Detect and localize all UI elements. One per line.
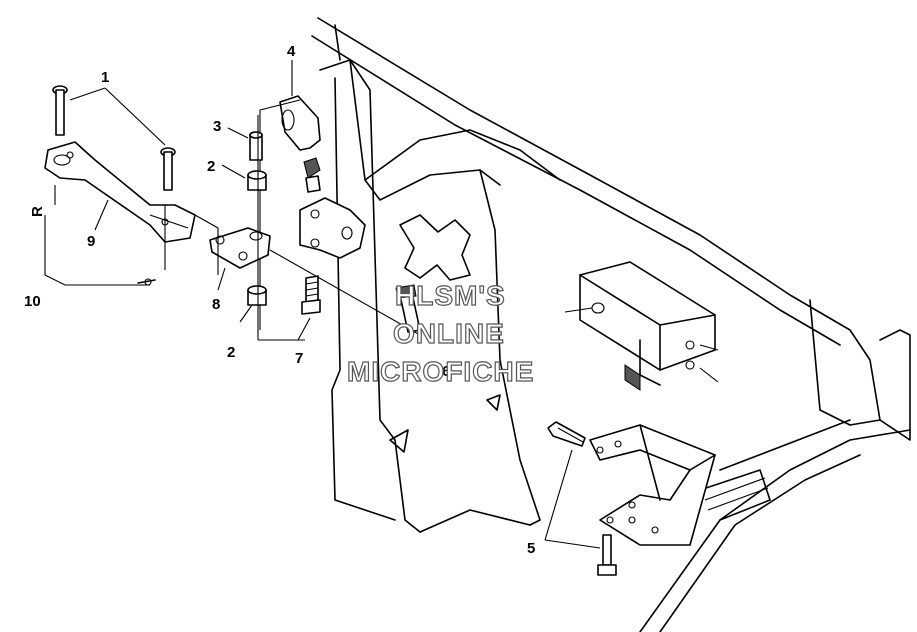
leader-3: [227, 127, 249, 139]
leader-2-upper: [221, 164, 246, 179]
leader-axis: [257, 115, 305, 341]
watermark-line-2: ONLINE: [393, 318, 505, 349]
bolt-lower: [597, 534, 617, 576]
bolt-6: [395, 284, 421, 333]
callout-8: 8: [212, 296, 220, 313]
leader-5: [544, 449, 601, 549]
bolt-upper: [547, 421, 586, 447]
watermark-line-3: MICROFICHE: [347, 356, 534, 387]
callout-2-upper: 2: [207, 158, 215, 175]
bushing-3: [249, 131, 263, 161]
callout-4: 4: [287, 43, 296, 60]
leader-1: [69, 87, 166, 146]
callout-3: 3: [213, 118, 221, 135]
mount-block: [564, 261, 719, 391]
callout-7: 7: [295, 350, 303, 367]
callout-6: 6: [442, 363, 450, 380]
watermark: HLSM'S ONLINE MICROFICHE: [346, 279, 534, 387]
bracket-4: [259, 95, 366, 330]
callout-1: 1: [101, 69, 109, 86]
vehicle-frame: [311, 17, 911, 632]
drag-link-9: [44, 141, 196, 270]
cotter-10: [44, 215, 156, 286]
lower-bracket: [589, 424, 716, 546]
callout-9: 9: [87, 233, 95, 250]
bushing-2-upper: [247, 170, 267, 191]
pivot-arm-8: [209, 227, 271, 269]
pin-1-left: [52, 85, 68, 136]
leader-7: [297, 317, 311, 341]
connect-line: [194, 214, 421, 336]
leader-2-lower: [239, 304, 253, 323]
leader-9: [94, 199, 109, 231]
callout-2-lower: 2: [227, 344, 235, 361]
callout-5: 5: [527, 540, 535, 557]
callout-10: 10: [24, 293, 41, 310]
pin-1-right: [160, 147, 176, 191]
callout-labels: 1 2 2 3 4 5 6 7 8 9 10 R: [24, 43, 535, 557]
watermark-line-1: HLSM'S: [395, 280, 506, 311]
bolt-7: [301, 275, 321, 315]
leader-8: [217, 267, 226, 291]
bushing-2-lower: [247, 285, 267, 306]
callout-r: R: [29, 206, 46, 217]
